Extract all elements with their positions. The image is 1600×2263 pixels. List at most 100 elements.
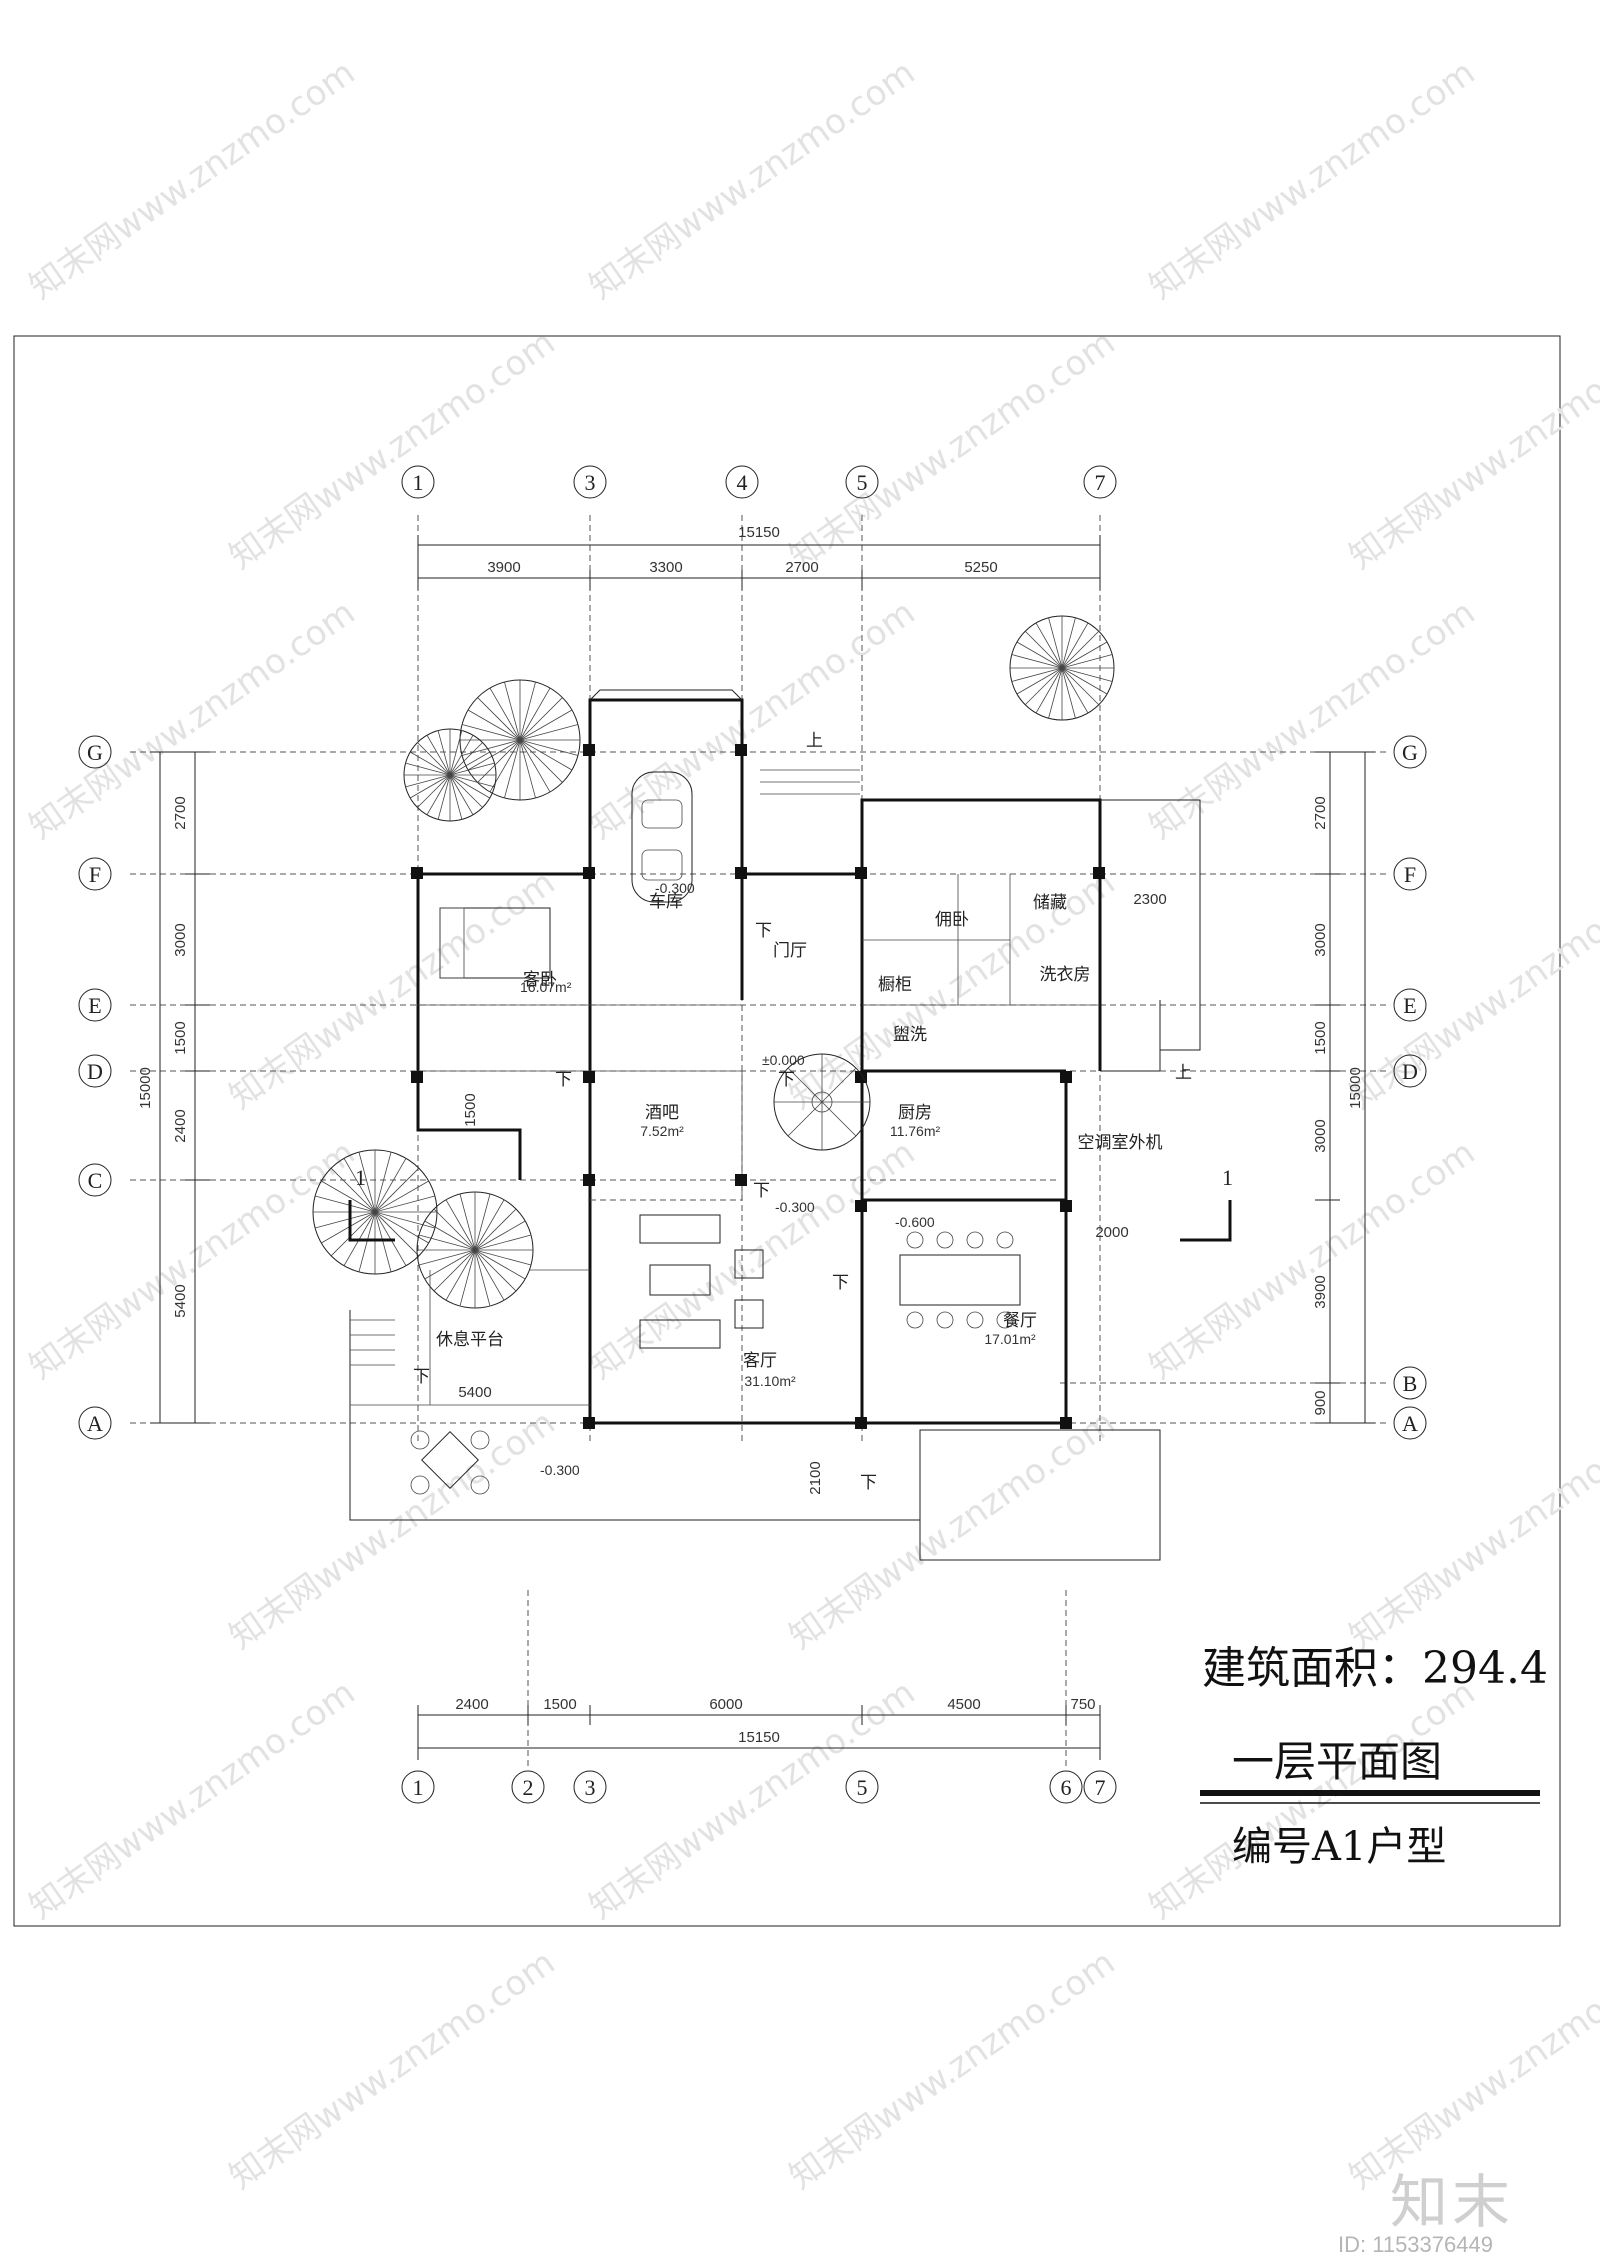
svg-text:3: 3 <box>585 470 596 495</box>
svg-text:2000: 2000 <box>1095 1224 1128 1241</box>
room-living-area: 31.10m² <box>744 1373 796 1389</box>
svg-text:-0.300: -0.300 <box>775 1199 815 1215</box>
svg-text:15150: 15150 <box>738 1729 780 1746</box>
level-marks: -0.300 ±0.000 -0.300 -0.600 -0.300 上 上 下… <box>413 731 1192 1493</box>
axis-bubble: D <box>1393 1054 1427 1088</box>
axis-bubble: 7 <box>1083 1770 1117 1804</box>
dimension-right: 15000 2700 3000 1500 3000 3900 900 <box>1312 751 1375 1424</box>
axis-bubbles-bottom: 1 2 3 5 6 7 <box>401 1770 1117 1804</box>
svg-text:5400: 5400 <box>458 1384 491 1401</box>
axis-bubble: F <box>1393 857 1427 891</box>
plan-code: 编号A1户型 <box>1232 1824 1446 1870</box>
svg-text:下: 下 <box>778 1070 795 1090</box>
dimension-left: 15000 2700 3000 1500 2400 5400 <box>137 751 210 1424</box>
svg-text:上: 上 <box>806 731 823 751</box>
svg-text:G: G <box>87 740 103 765</box>
svg-text:5250: 5250 <box>964 559 997 576</box>
svg-text:5400: 5400 <box>172 1284 189 1317</box>
building-area-label: 建筑面积：294.4 <box>1202 1643 1548 1694</box>
axis-bubble: G <box>78 735 112 769</box>
watermark-text: 知末网www.znzmo.com <box>582 1133 922 1388</box>
room-bar-label: 酒吧 <box>645 1103 679 1123</box>
room-guest-bedroom-area: 16.07m² <box>520 979 572 995</box>
axis-bubble: G <box>1393 735 1427 769</box>
room-guest-bedroom-label: 客卧 <box>523 970 557 990</box>
svg-text:3300: 3300 <box>649 559 682 576</box>
svg-text:2400: 2400 <box>172 1109 189 1142</box>
svg-text:2300: 2300 <box>1133 891 1166 908</box>
svg-text:3000: 3000 <box>172 923 189 956</box>
axis-bubble: C <box>78 1163 112 1197</box>
watermark-text: 知末网www.znzmo.com <box>222 863 562 1118</box>
watermark-text: 知末网www.znzmo.com <box>22 1673 362 1928</box>
svg-text:下: 下 <box>413 1367 430 1387</box>
footer-id: ID: 1153376449 <box>1338 2232 1493 2257</box>
svg-text:E: E <box>88 993 101 1018</box>
svg-text:2400: 2400 <box>455 1696 488 1713</box>
room-dining-area: 17.01m² <box>984 1331 1036 1347</box>
watermark-text: 知末网www.znzmo.com <box>782 323 1122 578</box>
svg-text:3: 3 <box>585 1775 596 1800</box>
spiral-stair-icon <box>773 1053 871 1151</box>
svg-text:B: B <box>1403 1371 1418 1396</box>
misc-dimensions: 2300 2000 5400 2100 1500 <box>458 891 1166 1495</box>
axis-bubble: 1 <box>401 1770 435 1804</box>
svg-text:15150: 15150 <box>738 524 780 541</box>
dimension-top: 15150 3900 3300 2700 5250 <box>417 524 1101 590</box>
structural-columns <box>411 744 1105 1429</box>
dimension-bottom: 2400 1500 6000 4500 750 15150 <box>417 1696 1101 1760</box>
room-living-label: 客厅 <box>743 1351 777 1371</box>
svg-text:-0.300: -0.300 <box>655 880 695 896</box>
svg-text:-0.600: -0.600 <box>895 1214 935 1230</box>
car-icon <box>631 771 693 903</box>
axis-bubble: D <box>78 1054 112 1088</box>
watermark-text: 知末网www.znzmo.com <box>782 1943 1122 2198</box>
dining-table-icon <box>899 1231 1021 1329</box>
svg-text:750: 750 <box>1070 1696 1095 1713</box>
landscape-trees <box>312 615 1115 1309</box>
axis-bubble: 7 <box>1083 465 1117 499</box>
svg-text:2700: 2700 <box>785 559 818 576</box>
tree-icon <box>312 1149 438 1275</box>
svg-text:下: 下 <box>755 921 772 941</box>
watermark-text: 知末网www.znzmo.com <box>222 1943 562 2198</box>
room-ac-unit-label: 空调室外机 <box>1078 1133 1163 1153</box>
drawing-frame <box>13 335 1561 1927</box>
svg-text:2: 2 <box>523 1775 534 1800</box>
axis-bubble: 3 <box>573 465 607 499</box>
svg-text:5: 5 <box>857 1775 868 1800</box>
svg-text:900: 900 <box>1312 1390 1329 1415</box>
watermark-text: 知末网www.znzmo.com <box>782 1403 1122 1658</box>
room-maid-room-label: 佣卧 <box>935 910 969 930</box>
svg-text:7: 7 <box>1095 470 1106 495</box>
room-garage-label: 车库 <box>649 892 683 912</box>
svg-text:3000: 3000 <box>1312 923 1329 956</box>
svg-text:1: 1 <box>1222 1165 1233 1190</box>
svg-text:3000: 3000 <box>1312 1119 1329 1152</box>
room-storage-label: 储藏 <box>1033 893 1067 913</box>
axis-bubble: B <box>1393 1366 1427 1400</box>
svg-text:±0.000: ±0.000 <box>762 1052 805 1068</box>
tree-icon <box>1009 615 1115 721</box>
room-terrace-label: 休息平台 <box>436 1330 504 1350</box>
svg-text:-0.300: -0.300 <box>540 1462 580 1478</box>
watermark-text: 知末网www.znzmo.com <box>22 1133 362 1388</box>
watermark-text: 知末网www.znzmo.com <box>22 53 362 308</box>
watermark-text: 知末网www.znzmo.com <box>1142 1133 1482 1388</box>
svg-text:上: 上 <box>1175 1063 1192 1083</box>
room-washroom-label: 盥洗 <box>893 1025 927 1045</box>
tree-icon <box>416 1191 534 1309</box>
svg-text:1: 1 <box>355 1165 366 1190</box>
watermark-text: 知末网www.znzmo.com <box>222 323 562 578</box>
svg-text:4500: 4500 <box>947 1696 980 1713</box>
tree-icon <box>403 728 497 822</box>
section-mark: 1 1 <box>348 1165 1233 1242</box>
axis-bubbles-right: G F E D B A <box>1393 735 1427 1440</box>
axis-bubble: A <box>78 1406 112 1440</box>
svg-text:1500: 1500 <box>172 1021 189 1054</box>
axis-bubble: E <box>1393 988 1427 1022</box>
svg-text:7: 7 <box>1095 1775 1106 1800</box>
watermark-text: 知末网www.znzmo.com <box>582 593 922 848</box>
